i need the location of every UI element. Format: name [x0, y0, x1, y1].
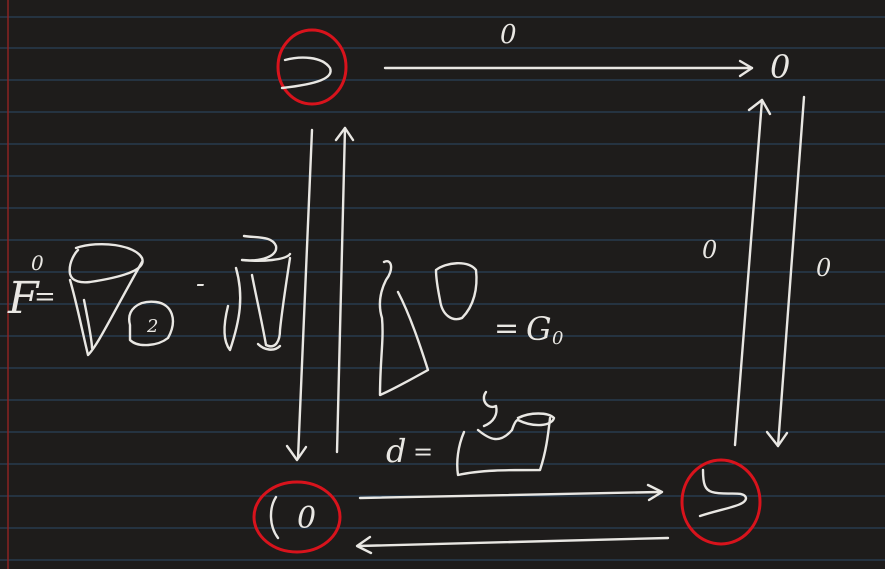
boxed-index: 2 — [146, 316, 158, 337]
label-right-outer: 0 — [816, 254, 831, 282]
node-bottom-left — [252, 480, 342, 554]
equals-d: = — [413, 438, 433, 466]
arrow-right-down — [765, 95, 806, 448]
node-top-left — [276, 28, 348, 106]
label-bottom-left-node: 0 — [297, 501, 316, 536]
equals-F: = — [34, 282, 56, 312]
formula-F: F 0 = 2 - — [7, 234, 292, 357]
node-top-right: 0 — [770, 48, 790, 86]
label-right-inner: 0 — [702, 236, 717, 264]
arrow-top — [383, 59, 754, 78]
arrow-bottom-right — [358, 483, 664, 502]
equals-G: = — [494, 311, 519, 346]
symbol-d: d — [386, 432, 406, 470]
arrow-left-down — [285, 128, 314, 462]
symbol-F: F — [7, 273, 40, 324]
symbol-G: G — [526, 310, 552, 348]
superscript-F: 0 — [31, 251, 44, 275]
arrow-bottom-left — [355, 535, 670, 555]
arrow-left-up — [334, 126, 355, 454]
label-top-arrow: 0 — [500, 20, 517, 50]
formula-G: = G 0 — [378, 260, 563, 397]
node-bottom-right — [680, 458, 762, 546]
minus-sign: - — [196, 269, 205, 299]
arrow-right-up — [733, 98, 772, 447]
subscript-G: 0 — [552, 328, 563, 349]
formula-d: d = — [386, 390, 556, 477]
